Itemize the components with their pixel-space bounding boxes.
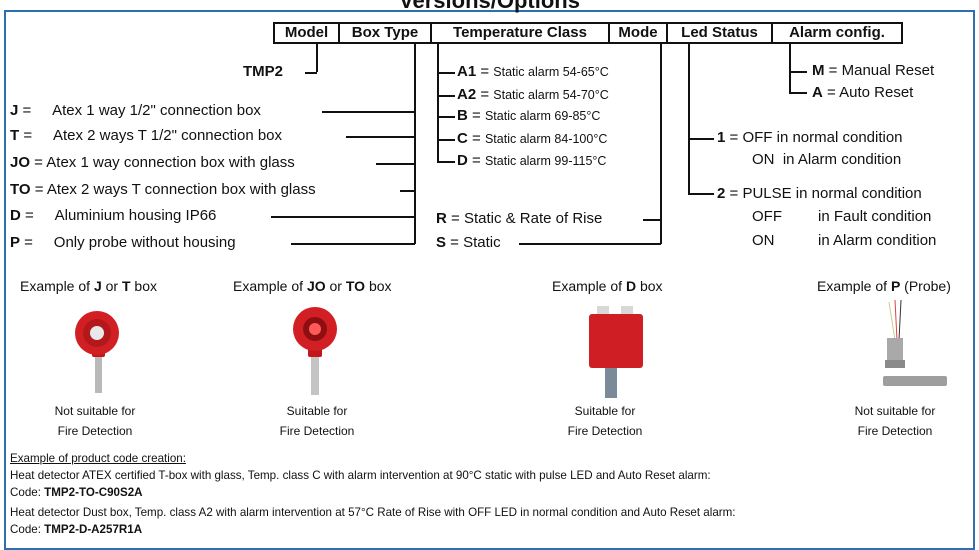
example-caption-jo-to: Example of JO or TO box [233, 278, 392, 294]
led-option-1: 1 = OFF in normal condition [717, 129, 903, 146]
header-temperature-class: Temperature Class [430, 22, 610, 44]
model-code: TMP2 [243, 63, 284, 80]
led-option-1-line2: ON in Alarm condition [752, 151, 901, 169]
example-caption-d: Example of D box [552, 278, 663, 294]
led-option-2-line2-desc: in Fault condition [818, 208, 932, 225]
header-alarm-config: Alarm config. [771, 22, 903, 44]
box-type-row: JO = Atex 1 way connection box with glas… [10, 154, 295, 172]
box-type-desc: Aluminium housing IP66 [54, 207, 217, 224]
mode-code: R [436, 210, 447, 227]
box-type-code: P [10, 234, 21, 251]
detector-d-image [589, 306, 643, 398]
alarm-code: M [812, 62, 825, 79]
creation-example-2-text: Heat detector Dust box, Temp. class A2 w… [10, 506, 736, 519]
mode-desc: Static [463, 234, 501, 251]
example-caption-p: Example of P (Probe) [817, 278, 951, 294]
box-type-desc: Atex 1 way 1/2" connection box [52, 102, 261, 119]
header-model: Model [273, 22, 340, 44]
detector-jo-to-image [293, 307, 337, 395]
temp-class-row: D = Static alarm 99-115°C [457, 152, 607, 169]
temp-class-code: A1 [457, 63, 477, 80]
box-type-desc: Atex 1 way connection box with glass [46, 154, 295, 171]
led-desc: in Alarm condition [782, 151, 902, 168]
header-box-type: Box Type [338, 22, 432, 44]
box-type-row: J = Atex 1 way 1/2" connection box [10, 102, 261, 120]
led-option-2-line3-desc: in Alarm condition [818, 232, 937, 249]
detector-j-t-image [75, 311, 119, 393]
creation-example-2-code: Code: TMP2-D-A257R1A [10, 523, 143, 536]
temp-class-row: C = Static alarm 84-100°C [457, 130, 608, 147]
box-type-sep: = [20, 207, 34, 224]
header-led-status: Led Status [666, 22, 773, 44]
box-type-desc: Only probe without housing [53, 234, 236, 251]
box-type-row: T = Atex 2 ways T 1/2" connection box [10, 127, 282, 145]
box-type-row: D = Aluminium housing IP66 [10, 207, 216, 225]
creation-example-1-code: Code: TMP2-TO-C90S2A [10, 486, 143, 499]
led-state: ON [752, 151, 775, 168]
temp-class-row: A2 = Static alarm 54-70°C [457, 86, 609, 103]
temp-class-code: C [457, 130, 468, 147]
box-type-row: TO = Atex 2 ways T connection box with g… [10, 181, 316, 199]
led-state: ON [752, 232, 775, 249]
temp-class-desc: Static alarm 54-65°C [493, 65, 609, 79]
creation-heading: Example of product code creation: [10, 452, 186, 465]
temp-class-desc: Static alarm 69-85°C [484, 109, 601, 123]
temp-class-desc: Static alarm 99-115°C [484, 154, 607, 168]
led-option-2: 2 = PULSE in normal condition [717, 185, 922, 202]
box-type-row: P = Only probe without housing [10, 234, 236, 252]
temp-class-row: A1 = Static alarm 54-65°C [457, 63, 609, 80]
led-code: 2 [717, 185, 726, 202]
led-option-2-line3: ON [752, 232, 775, 250]
box-type-code: T [10, 127, 20, 144]
temp-class-desc: Static alarm 54-70°C [493, 88, 609, 102]
box-type-desc: Atex 2 ways T connection box with glass [46, 181, 316, 198]
alarm-option: M = Manual Reset [812, 62, 935, 79]
led-code: 1 [717, 129, 726, 146]
box-type-code: J [10, 102, 19, 119]
header-mode: Mode [608, 22, 668, 44]
box-type-code: D [10, 207, 21, 224]
mode-row: R = Static & Rate of Rise [436, 210, 603, 227]
box-type-desc: Atex 2 ways T 1/2" connection box [52, 127, 283, 144]
temp-class-code: A2 [457, 86, 477, 103]
alarm-desc: Auto Reset [839, 84, 914, 101]
led-state: OFF [752, 208, 782, 225]
led-desc: OFF in normal condition [742, 129, 903, 146]
mode-desc: Static & Rate of Rise [463, 210, 603, 227]
mode-row: S = Static [436, 234, 501, 251]
example-caption-j-t: Example of J or T box [20, 278, 157, 294]
page-title: Versions/Options [399, 0, 580, 13]
led-option-2-line2: OFF [752, 208, 782, 226]
temp-class-code: B [457, 107, 468, 124]
temp-class-code: D [457, 152, 468, 169]
probe-p-image [883, 300, 947, 386]
box-type-sep: = [30, 154, 43, 171]
temp-class-row: B = Static alarm 69-85°C [457, 107, 601, 124]
mode-code: S [436, 234, 447, 251]
led-desc: PULSE in normal condition [742, 185, 922, 202]
box-type-code: TO [10, 181, 31, 198]
box-type-sep: = [20, 234, 33, 251]
box-type-sep: = [30, 181, 44, 198]
box-type-sep: = [19, 127, 33, 144]
alarm-code: A [812, 84, 823, 101]
temp-class-desc: Static alarm 84-100°C [484, 132, 608, 146]
creation-example-1-text: Heat detector ATEX certified T-box with … [10, 469, 711, 482]
box-type-code: JO [10, 154, 31, 171]
box-type-sep: = [18, 102, 32, 119]
alarm-option: A = Auto Reset [812, 84, 914, 101]
alarm-desc: Manual Reset [841, 62, 935, 79]
